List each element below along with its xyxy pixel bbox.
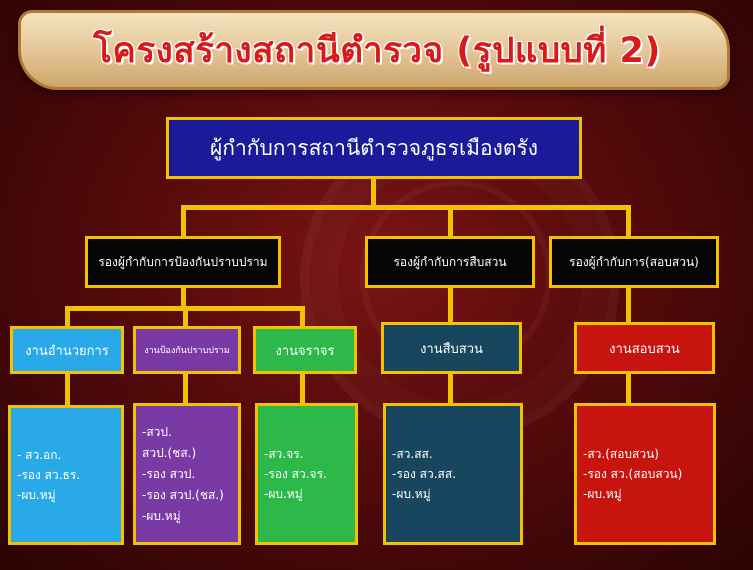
connector-top-down: [371, 176, 376, 208]
unit-box-traffic: งานจราจร: [253, 326, 357, 374]
deputy-box-prevention: รองผู้กำกับการป้องกันปราบปราม: [85, 236, 281, 288]
deputy-box-inquiry: รองผู้กำกับการ(สอบสวน): [549, 236, 719, 288]
chief-label: ผู้กำกับการสถานีตำรวจภูธรเมืองตรัง: [209, 135, 539, 160]
connector-deputy-3: [626, 205, 631, 238]
connector-deputy-bar: [181, 205, 631, 210]
unit-list-traffic: -สว.จร. -รอง สว.จร. -ผบ.หมู่: [255, 403, 358, 545]
connector-unit-4: [448, 286, 453, 326]
list-item: -รอง สว.ธร.: [17, 468, 81, 482]
chief-box: ผู้กำกับการสถานีตำรวจภูธรเมืองตรัง: [166, 117, 582, 179]
list-item: -สว.(สอบสวน): [583, 447, 659, 461]
list-item: -ผบ.หมู่: [392, 487, 431, 501]
list-item: -สว.จร.: [264, 447, 304, 461]
unit-label: งานอำนวยการ: [25, 343, 109, 359]
deputy-label: รองผู้กำกับการป้องกันปราบปราม: [98, 254, 268, 269]
list-item: -รอง สวป.: [142, 466, 196, 481]
list-item: -รอง สว.(สอบสวน): [583, 467, 683, 481]
list-item: - สว.อก.: [17, 448, 62, 462]
connector-list-1: [65, 372, 70, 408]
connector-deputy-1: [181, 205, 186, 238]
deputy-label: รองผู้กำกับการสืบสวน: [393, 254, 507, 269]
unit-label: งานสืบสวน: [420, 341, 483, 357]
connector-unit-5: [626, 286, 631, 326]
list-item: -รอง สว.สส.: [392, 467, 456, 481]
list-item: -ผบ.หมู่: [583, 487, 622, 501]
connector-list-4: [448, 372, 453, 406]
connector-deputy-2: [448, 205, 453, 238]
unit-box-investigation: งานสืบสวน: [381, 322, 522, 374]
unit-list-prevention: -สวป. สวป.(ชส.) -รอง สวป. -รอง สวป.(ชส.)…: [133, 403, 241, 545]
title-banner: โครงสร้างสถานีตำรวจ (รูปแบบที่ 2): [18, 10, 730, 90]
list-item: -รอง สวป.(ชส.): [142, 487, 224, 502]
list-item: -สวป.: [142, 424, 172, 439]
list-item: -ผบ.หมู่: [17, 488, 56, 502]
deputy-box-investigation: รองผู้กำกับการสืบสวน: [365, 236, 535, 288]
list-item: -สว.สส.: [392, 447, 433, 461]
list-item: -รอง สว.จร.: [264, 467, 327, 481]
connector-unit-3: [300, 306, 305, 328]
connector-unit-1: [65, 306, 70, 328]
connector-unit-2: [183, 306, 188, 328]
connector-pp-down: [181, 286, 186, 310]
unit-list-investigation: -สว.สส. -รอง สว.สส. -ผบ.หมู่: [383, 403, 523, 545]
unit-list-admin: - สว.อก. -รอง สว.ธร. -ผบ.หมู่: [8, 405, 124, 545]
list-item: สวป.(ชส.): [142, 445, 197, 460]
unit-label: งานป้องกันปราบปราม: [144, 346, 230, 356]
unit-box-admin: งานอำนวยการ: [10, 326, 124, 374]
page-title: โครงสร้างสถานีตำรวจ (รูปแบบที่ 2): [93, 31, 661, 71]
unit-list-inquiry: -สว.(สอบสวน) -รอง สว.(สอบสวน) -ผบ.หมู่: [574, 403, 716, 545]
connector-list-3: [300, 372, 305, 406]
connector-list-5: [626, 372, 631, 406]
unit-label: งานจราจร: [275, 343, 335, 359]
list-item: -ผบ.หมู่: [264, 487, 303, 501]
connector-list-2: [183, 372, 188, 406]
list-item: -ผบ.หมู่: [142, 508, 181, 523]
unit-box-inquiry: งานสอบสวน: [574, 322, 715, 374]
unit-box-prevention: งานป้องกันปราบปราม: [133, 326, 241, 374]
deputy-label: รองผู้กำกับการ(สอบสวน): [569, 254, 699, 269]
unit-label: งานสอบสวน: [609, 341, 680, 357]
